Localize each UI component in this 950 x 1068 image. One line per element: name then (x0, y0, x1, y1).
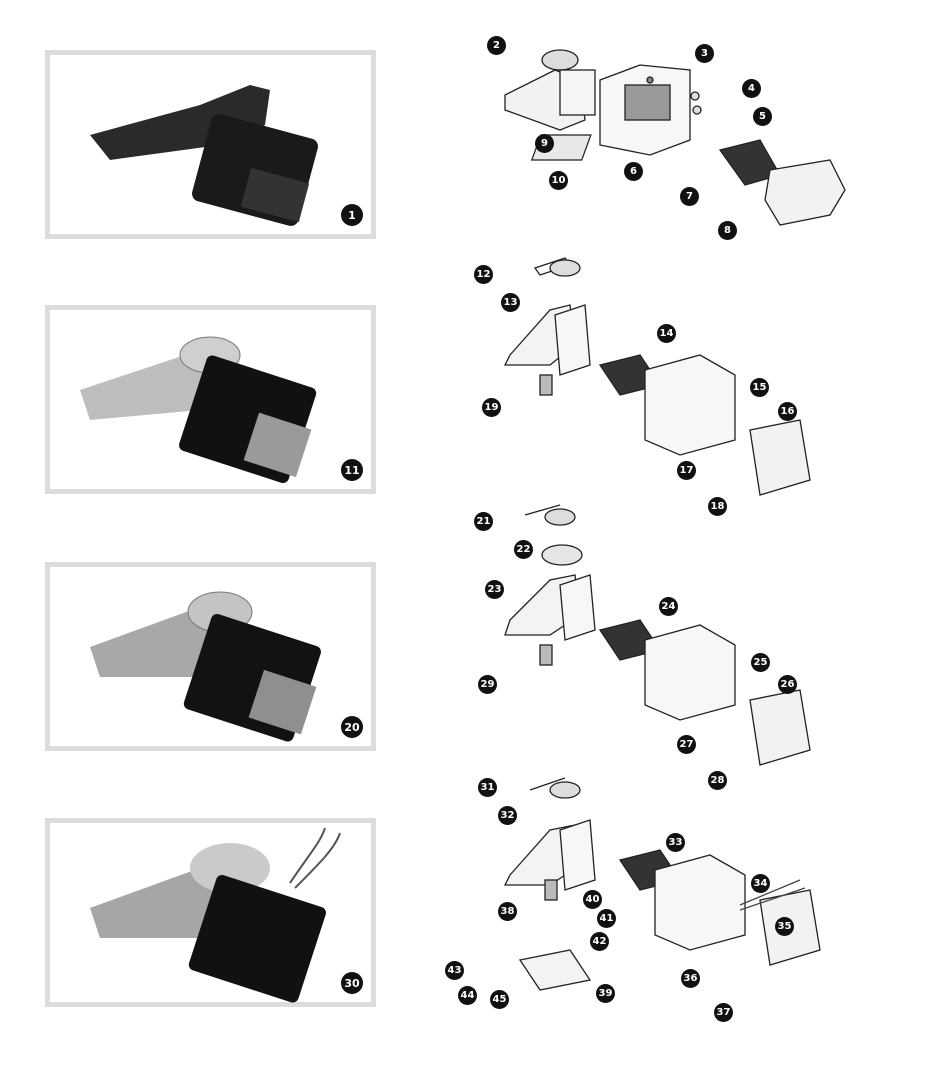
callout-7: 7 (680, 187, 699, 206)
callout-43: 43 (445, 961, 464, 980)
callout-45: 45 (490, 990, 509, 1009)
photo-panel-11: 11 (45, 305, 376, 494)
callout-28: 28 (708, 771, 727, 790)
assembly-3 (504, 504, 811, 766)
callout-35: 35 (775, 917, 794, 936)
callout-44: 44 (458, 986, 477, 1005)
photo-badge: 20 (341, 716, 363, 738)
callout-37: 37 (714, 1003, 733, 1022)
callout-31: 31 (478, 778, 497, 797)
assembly-4 (503, 777, 821, 991)
photo-panel-20: 20 (45, 562, 376, 751)
callout-27: 27 (677, 735, 696, 754)
callout-10: 10 (549, 171, 568, 190)
callout-25: 25 (751, 653, 770, 672)
callout-23: 23 (485, 580, 504, 599)
motor-photo-1 (90, 85, 318, 226)
callout-33: 33 (666, 833, 685, 852)
callout-18: 18 (708, 497, 727, 516)
callout-24: 24 (659, 597, 678, 616)
callout-41: 41 (597, 909, 616, 928)
photo-badge: 11 (341, 459, 363, 481)
callout-21: 21 (474, 512, 493, 531)
callout-26: 26 (778, 675, 797, 694)
callout-4: 4 (742, 79, 761, 98)
callout-17: 17 (677, 461, 696, 480)
callout-2: 2 (487, 36, 506, 55)
motor-photo-20 (90, 591, 321, 742)
callout-6: 6 (624, 162, 643, 181)
callout-9: 9 (535, 134, 554, 153)
callout-40: 40 (583, 890, 602, 909)
photo-badge: 1 (341, 204, 363, 226)
callout-39: 39 (596, 984, 615, 1003)
callout-15: 15 (750, 378, 769, 397)
callout-12: 12 (474, 265, 493, 284)
callout-42: 42 (590, 932, 609, 951)
callout-5: 5 (753, 107, 772, 126)
photo-panel-1: 1 (45, 50, 376, 239)
photo-panel-30: 30 (45, 818, 376, 1007)
callout-36: 36 (681, 969, 700, 988)
motor-photo-30 (90, 827, 341, 1003)
callout-32: 32 (498, 806, 517, 825)
callout-34: 34 (751, 874, 770, 893)
callout-38: 38 (498, 902, 517, 921)
assembly-1 (504, 49, 846, 226)
callout-13: 13 (501, 293, 520, 312)
callout-8: 8 (718, 221, 737, 240)
callout-14: 14 (657, 324, 676, 343)
assembly-2 (503, 257, 811, 496)
callout-16: 16 (778, 402, 797, 421)
callout-22: 22 (514, 540, 533, 559)
motor-photo-11 (80, 336, 317, 483)
callout-3: 3 (695, 44, 714, 63)
callout-29: 29 (478, 675, 497, 694)
photo-badge: 30 (341, 972, 363, 994)
callout-19: 19 (482, 398, 501, 417)
